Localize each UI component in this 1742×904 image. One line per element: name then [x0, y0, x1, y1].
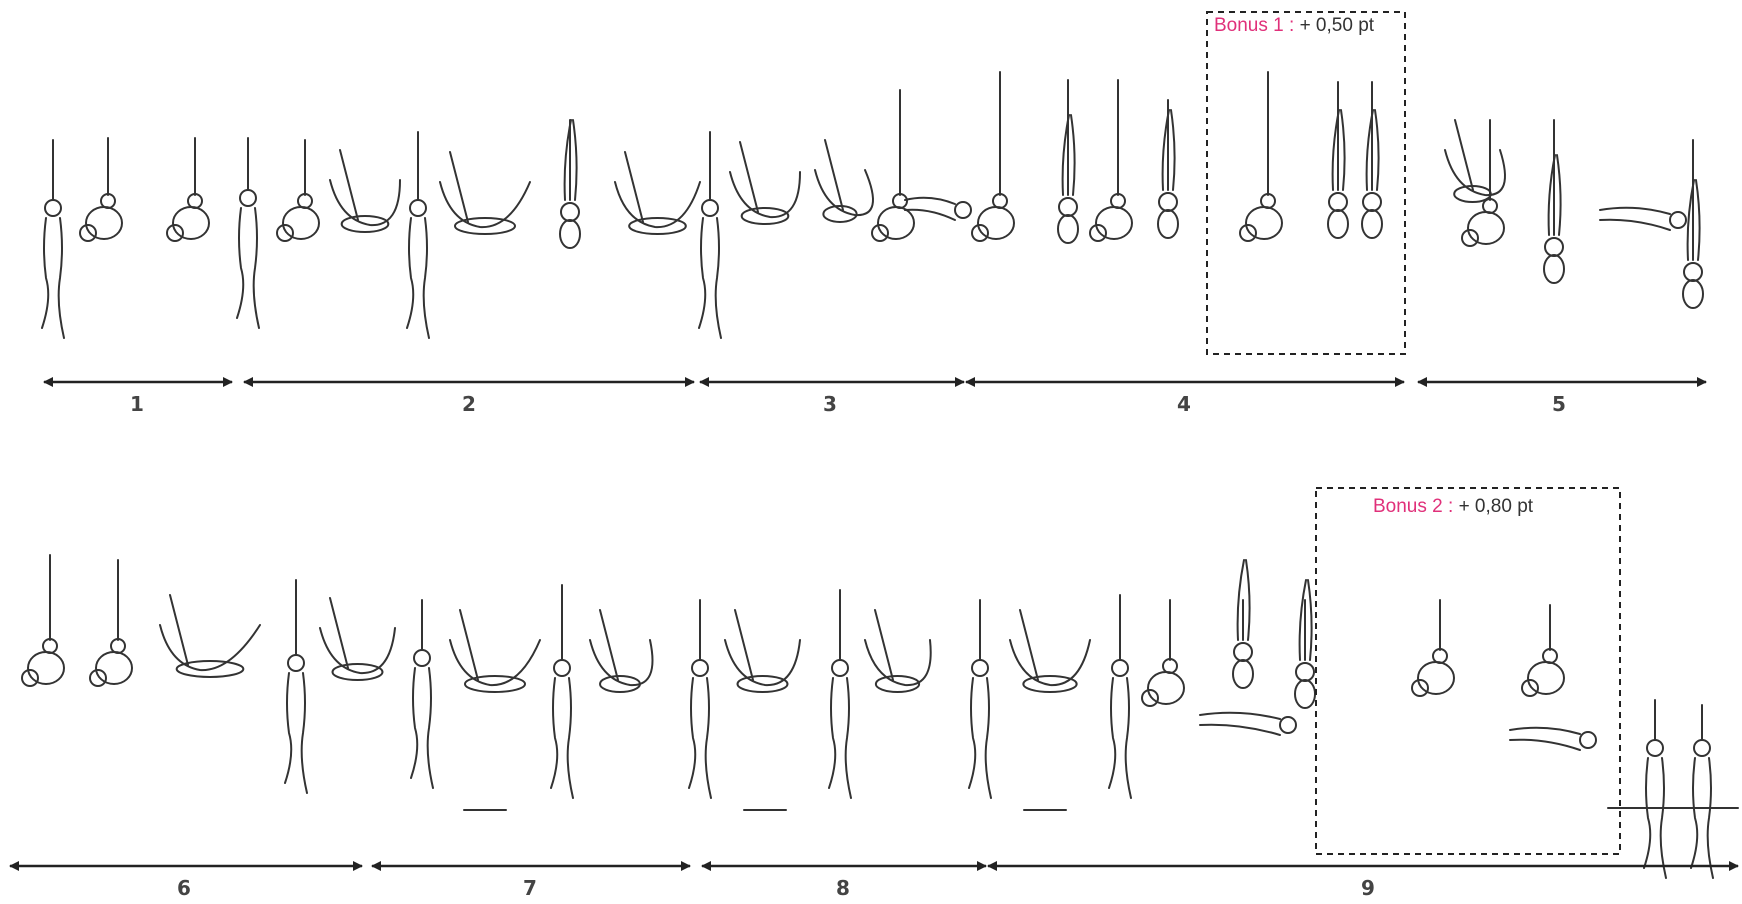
- gymnast-figure: [319, 597, 396, 681]
- gymnast-figure: [159, 594, 261, 678]
- gymnast-figure: [724, 609, 801, 693]
- gymnast-figure: [1089, 79, 1133, 242]
- gymnast-figure: [406, 131, 430, 339]
- gymnast-figure: [1108, 594, 1132, 799]
- gymnast-figure: [559, 119, 581, 249]
- gymnast-figure: [1444, 119, 1506, 203]
- gymnast-figure: [864, 609, 932, 693]
- segment-number-3: 3: [823, 392, 837, 416]
- gymnast-figure: [439, 151, 531, 235]
- bonus-2-value: + 0,80 pt: [1458, 496, 1534, 517]
- gymnast-figure: [21, 554, 65, 687]
- gymnast-figure: [871, 89, 915, 242]
- gymnast-figure: [410, 599, 434, 789]
- gymnast-figure: [329, 149, 401, 233]
- bonus-2-box: [1315, 487, 1621, 855]
- gymnast-figure: [1232, 559, 1254, 689]
- gymnast-figure: [1521, 604, 1565, 697]
- gymnast-figure: [1361, 81, 1383, 239]
- gymnast-figure: [1509, 726, 1597, 751]
- gymnast-figure: [1009, 609, 1091, 693]
- bonus-1-value: + 0,50 pt: [1299, 15, 1375, 36]
- bonus-2-label: Bonus 2 : + 0,80 pt: [1373, 496, 1533, 518]
- bonus-2-title: Bonus 2 :: [1373, 496, 1454, 517]
- gymnast-figure: [688, 599, 712, 799]
- gymnast-figure: [79, 137, 123, 242]
- gymnast-figure: [550, 584, 574, 799]
- gymnast-figure: [1157, 99, 1179, 239]
- gymnast-figure: [1461, 119, 1505, 247]
- gymnast-figure: [589, 609, 654, 693]
- gymnast-figure: [904, 196, 972, 221]
- segment-number-5: 5: [1552, 392, 1566, 416]
- gymnast-figure: [1543, 119, 1565, 284]
- gymnast-figure: [1294, 579, 1316, 709]
- gymnast-figure: [449, 609, 541, 693]
- gymnast-figure: [89, 559, 133, 687]
- gymnast-figure: [1057, 79, 1079, 244]
- gymnast-figure: [1141, 599, 1185, 707]
- gymnast-figure: [1239, 71, 1283, 242]
- gymnast-figure: [1327, 81, 1349, 239]
- segment-number-1: 1: [130, 392, 144, 416]
- gymnast-figure: [1682, 139, 1704, 309]
- segment-number-6: 6: [177, 876, 191, 900]
- segment-number-2: 2: [462, 392, 476, 416]
- bonus-1-label: Bonus 1 : + 0,50 pt: [1214, 15, 1374, 37]
- gymnast-figure: [828, 589, 852, 799]
- gymnast-figure: [814, 139, 874, 223]
- gymnast-figure: [1643, 699, 1667, 879]
- segment-number-8: 8: [836, 876, 850, 900]
- gymnast-figure: [276, 139, 320, 242]
- gymnast-figure: [41, 139, 65, 339]
- gymnast-figure: [698, 131, 722, 339]
- gymnast-figure: [166, 137, 210, 242]
- gymnast-figure: [1690, 704, 1714, 879]
- segment-number-4: 4: [1177, 392, 1191, 416]
- segment-number-7: 7: [523, 876, 537, 900]
- gymnast-figure: [729, 141, 801, 225]
- bonus-1-box: [1206, 11, 1406, 355]
- gymnast-figure: [236, 137, 260, 329]
- gymnast-figure: [614, 151, 701, 235]
- gymnast-figure: [1599, 206, 1687, 231]
- gymnast-figure: [971, 71, 1015, 242]
- gymnast-figure: [968, 599, 992, 799]
- gymnast-figure: [284, 579, 308, 794]
- bonus-1-title: Bonus 1 :: [1214, 15, 1295, 36]
- gymnast-figure: [1411, 599, 1455, 697]
- gymnast-figure: [1199, 711, 1297, 736]
- segment-number-9: 9: [1361, 876, 1375, 900]
